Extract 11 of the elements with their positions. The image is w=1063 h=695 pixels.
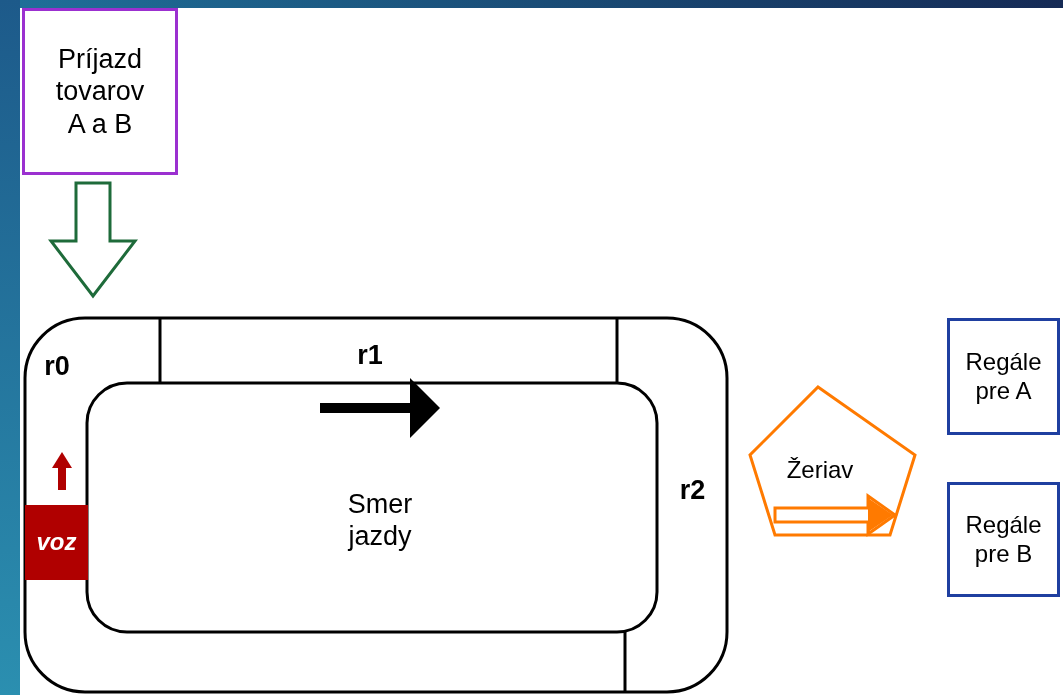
- track-section: r0 voz: [27, 330, 87, 690]
- track-section: r1: [300, 330, 440, 380]
- crane-label: Žeriav: [780, 450, 860, 490]
- rack-box: Regále pre A: [947, 318, 1060, 435]
- island-label: Smer jazdy: [330, 470, 430, 570]
- track-section: r2: [665, 460, 720, 520]
- node-label: r0: [44, 351, 70, 381]
- hollow-arrow: [47, 181, 139, 299]
- wagon-block: voz: [25, 505, 88, 580]
- rack-box: Regále pre B: [947, 482, 1060, 597]
- arrival-box: Príjazd tovarov A a B: [22, 8, 178, 175]
